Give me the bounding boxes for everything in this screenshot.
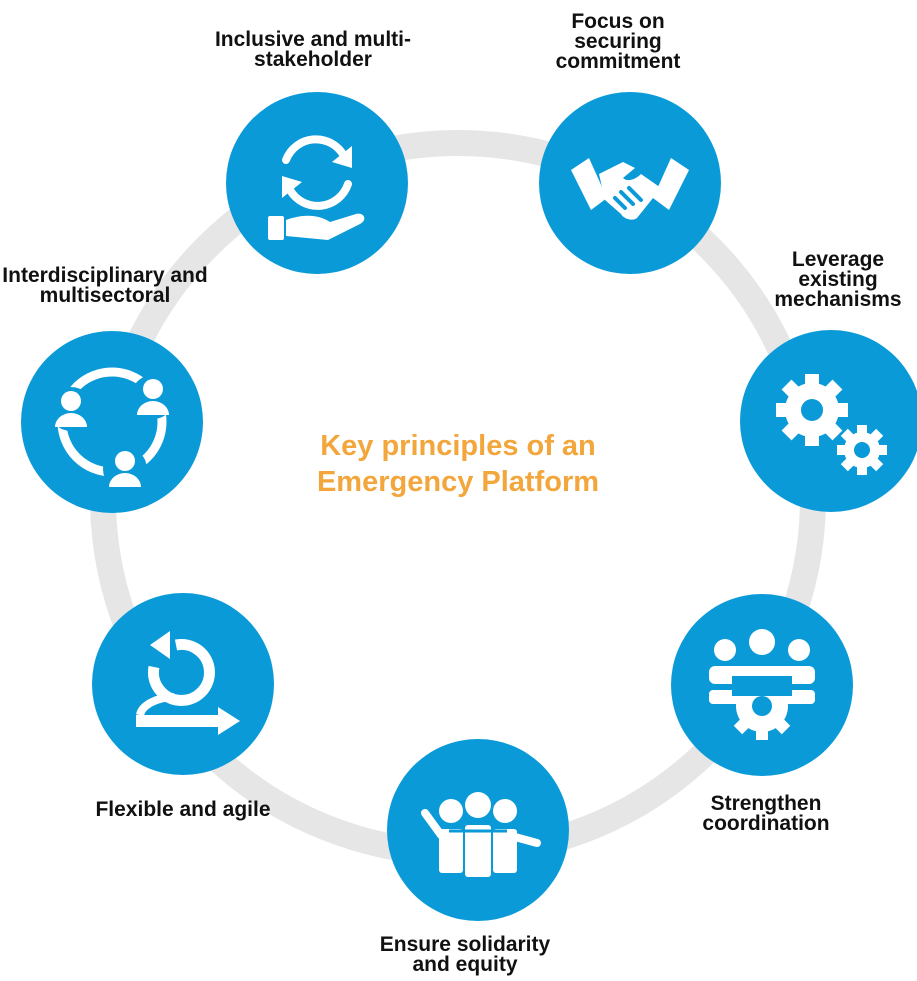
label-inclusive: Inclusive and multi-stakeholder: [214, 28, 412, 71]
node-agile: [92, 593, 274, 775]
label-interdisciplinary: Interdisciplinary and multisectoral: [2, 264, 208, 307]
people-network-icon: [49, 367, 175, 491]
node-leverage: [740, 330, 917, 512]
node-inclusive: [226, 92, 408, 274]
group-embrace-icon: [421, 792, 541, 877]
gears-icon: [776, 374, 887, 475]
label-agile: Flexible and agile: [95, 798, 271, 821]
label-solidarity: Ensure solidarity and equity: [379, 933, 551, 976]
node-commitment: [539, 92, 721, 274]
label-commitment: Focus on securing commitment: [555, 10, 681, 73]
cycle-hand-icon: [268, 135, 365, 240]
label-leverage: Leverage existing mechanisms: [774, 248, 902, 311]
node-coordination: [671, 594, 853, 776]
label-coordination: Strengthen coordination: [702, 792, 830, 835]
center-title: Key principles of an Emergency Platform: [316, 430, 600, 498]
node-interdisciplinary: [21, 331, 203, 513]
agile-loop-icon: [136, 631, 240, 735]
node-solidarity: [387, 739, 569, 921]
handshake-icon: [571, 158, 689, 220]
team-gear-icon: [709, 629, 815, 740]
